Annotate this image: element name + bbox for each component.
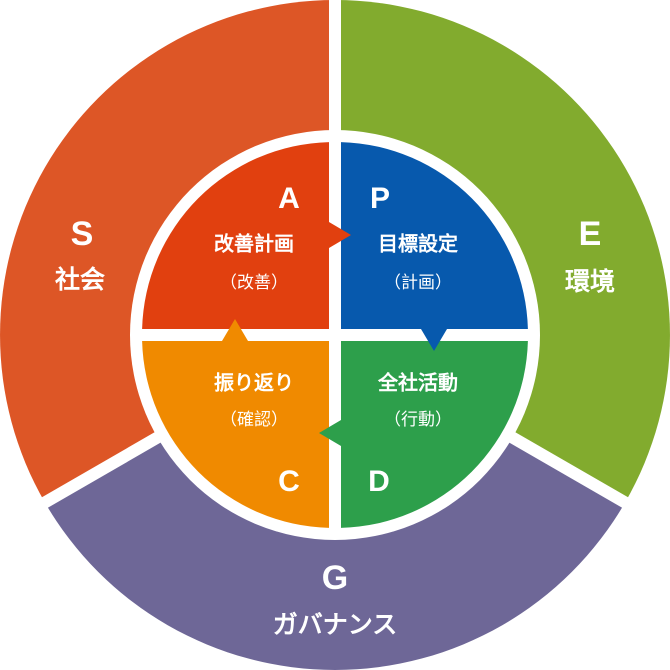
check-quadrant: [142, 341, 329, 528]
plan-title: 目標設定: [378, 232, 458, 256]
do-title: 全社活動: [377, 371, 458, 395]
do-quadrant: [341, 341, 528, 528]
governance-label: ガバナンス: [273, 610, 398, 639]
act-subtitle: （改善）: [220, 273, 288, 293]
environment-label: 環境: [565, 267, 615, 296]
check-letter: C: [278, 465, 300, 498]
act-title: 改善計画: [214, 232, 294, 256]
social-letter: S: [71, 215, 94, 253]
plan-quadrant: [341, 142, 528, 329]
governance-letter: G: [322, 559, 348, 597]
environment-letter: E: [579, 215, 602, 253]
check-to-act-arrow-icon: [222, 319, 248, 341]
act-letter: A: [278, 182, 300, 215]
plan-to-do-arrow-icon: [421, 329, 447, 351]
do-subtitle: （行動）: [384, 410, 452, 430]
plan-letter: P: [370, 182, 390, 215]
do-to-check-arrow-icon: [319, 420, 341, 446]
inner-ring: [130, 130, 540, 540]
social-label: 社会: [55, 265, 105, 294]
act-to-plan-arrow-icon: [329, 222, 351, 248]
do-letter: D: [368, 465, 390, 498]
check-subtitle: （確認）: [220, 410, 288, 430]
plan-subtitle: （計画）: [384, 273, 452, 293]
act-quadrant: [142, 142, 329, 329]
check-title: 振り返り: [214, 371, 294, 395]
